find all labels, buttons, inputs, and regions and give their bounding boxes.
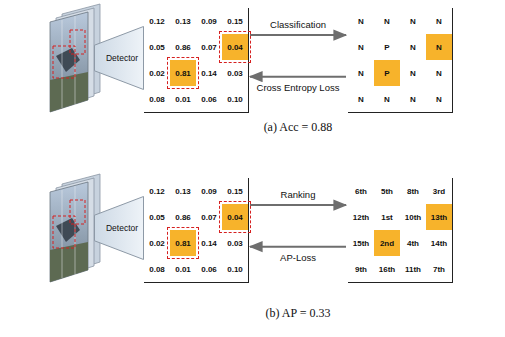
grid-cell: 0.12 [144,178,171,205]
grid-cell: 7th [426,256,453,283]
arrow-label: AP-Loss [278,252,318,263]
grid-cell: N [348,34,375,61]
image-stack [50,4,100,112]
subfigure-caption: (a) Acc = 0.88 [264,120,333,135]
grid-cell: N [400,8,427,35]
grid-cell: N [400,86,427,113]
arrow-label: Ranking [279,189,318,200]
grid-cell: 0.86 [170,204,197,231]
grid-cell: 0.15 [222,178,249,205]
flow-arrow [250,246,346,248]
grid-cell: 0.06 [196,256,223,283]
grid-cell: 0.03 [222,230,249,257]
grid-cell: 0.01 [170,256,197,283]
grid-cell: 0.10 [222,256,249,283]
grid-cell: 0.05 [144,34,171,61]
grid-cell: 0.13 [170,178,197,205]
flow-arrow [250,204,346,206]
grid-cell: 0.07 [196,204,223,231]
grid-cell: N [426,34,453,61]
grid-cell: 0.15 [222,8,249,35]
grid-cell: 0.02 [144,60,171,87]
grid-cell: 0.03 [222,60,249,87]
grid-cell: N [348,8,375,35]
grid-cell: 6th [348,178,375,205]
grid-cell: 12th [348,204,375,231]
grid-cell: N [426,86,453,113]
grid-cell: 0.02 [144,230,171,257]
grid-cell: 0.81 [170,230,197,257]
grid-cell: 0.81 [170,60,197,87]
grid-cell: N [426,8,453,35]
grid-cell: 10th [400,204,427,231]
grid-cell: 0.04 [222,34,249,61]
grid-cell: 0.14 [196,60,223,87]
grid-cell: 13th [426,204,453,231]
grid-cell: 0.12 [144,8,171,35]
image-stack [50,174,100,282]
grid-cell: 15th [348,230,375,257]
grid-cell: 2nd [374,230,401,257]
detector-block: Detector [94,196,144,260]
grid-cell: 0.08 [144,86,171,113]
grid-cell: 0.09 [196,8,223,35]
grid-cell: 0.05 [144,204,171,231]
grid-cell: 14th [426,230,453,257]
grid-cell: 5th [374,178,401,205]
grid-cell: 0.14 [196,230,223,257]
grid-cell: N [348,60,375,87]
grid-cell: 0.06 [196,86,223,113]
grid-cell: 0.01 [170,86,197,113]
arrow-label: Classification [268,19,328,30]
grid-cell: N [348,86,375,113]
score-grid: 0.120.130.090.15 0.050.860.070.04 0.020.81… [144,178,248,282]
grid-cell: 1st [374,204,401,231]
grid-cell: N [374,86,401,113]
grid-cell: 0.10 [222,86,249,113]
grid-cell: N [374,8,401,35]
grid-cell: N [426,60,453,87]
flow-arrow [250,34,346,36]
rank-grid: 6th5th8th3rd 12th1st10th13th 15th2nd4th14t… [348,178,452,282]
grid-cell: 8th [400,178,427,205]
grid-cell: 0.09 [196,178,223,205]
grid-cell: 4th [400,230,427,257]
grid-cell: 0.08 [144,256,171,283]
grid-cell: P [374,60,401,87]
flow-arrow [250,76,346,78]
block-label: Detector [100,53,138,63]
grid-cell: 0.07 [196,34,223,61]
grid-cell: 11th [400,256,427,283]
label-grid: NNNNNPNNNPNNNNNN [348,8,452,112]
subfigure-caption: (b) AP = 0.33 [266,306,331,321]
grid-cell: N [400,34,427,61]
score-grid: 0.120.130.090.15 0.050.860.070.04 0.020.81… [144,8,248,112]
arrow-label: Cross Entropy Loss [255,82,342,93]
detector-block: Detector [94,26,144,90]
grid-cell: 0.86 [170,34,197,61]
grid-cell: 9th [348,256,375,283]
grid-cell: 0.04 [222,204,249,231]
block-label: Detector [100,223,138,233]
grid-cell: P [374,34,401,61]
grid-cell: 0.13 [170,8,197,35]
grid-cell: N [400,60,427,87]
grid-cell: 16th [374,256,401,283]
grid-cell: 3rd [426,178,453,205]
